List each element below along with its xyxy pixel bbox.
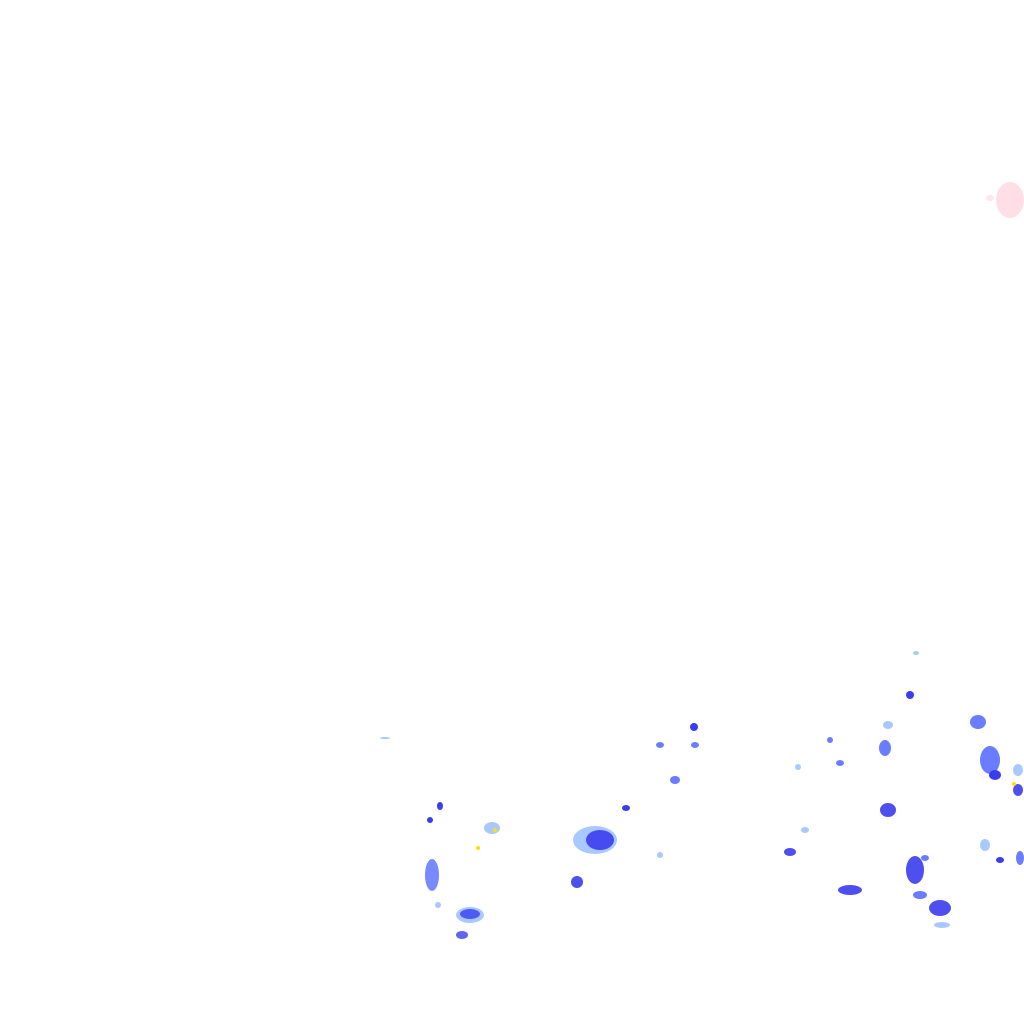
precipitation-cell [880,803,896,817]
precipitation-cell [934,922,950,928]
precipitation-cell [657,852,663,858]
precipitation-cell [996,857,1004,863]
precipitation-cell [970,715,986,729]
precipitation-cell [879,740,891,756]
precipitation-cell [913,891,927,899]
precipitation-cell [838,885,862,895]
precipitation-cell [437,802,443,810]
precipitation-cell [427,817,433,823]
precipitation-cell [1013,764,1023,776]
precipitation-cell [484,822,500,834]
precipitation-cell [476,846,480,850]
precipitation-cell [906,856,924,884]
precipitation-cell [883,721,893,729]
precipitation-cell [690,723,698,731]
precipitation-cell [989,770,1001,780]
precipitation-cell [670,776,680,784]
precipitation-cell [1016,851,1024,865]
precipitation-cell [980,746,1000,774]
precipitation-cell [435,902,441,908]
precipitation-cell [996,182,1024,218]
precipitation-cell [656,742,664,748]
precipitation-cell [586,830,614,850]
precipitation-cell [827,737,833,743]
precipitation-cell [784,848,796,856]
precipitation-cell [456,931,468,939]
precipitation-cell [425,859,439,891]
precipitation-cell [795,764,801,770]
precipitation-cell [906,691,914,699]
precipitation-cell [691,742,699,748]
precipitation-cell [836,760,844,766]
precipitation-cell [980,839,990,851]
precipitation-cell [929,900,951,916]
precipitation-cell [380,737,390,739]
precipitation-cell [493,828,497,832]
precipitation-cell [921,855,929,861]
precipitation-cell [460,909,480,919]
precipitation-cell [1012,782,1016,786]
precipitation-cell [622,805,630,811]
precipitation-cell [571,876,583,888]
precipitation-cell [986,195,994,201]
precipitation-cell [1013,784,1023,796]
precipitation-cell [913,651,919,655]
precipitation-cell [801,827,809,833]
